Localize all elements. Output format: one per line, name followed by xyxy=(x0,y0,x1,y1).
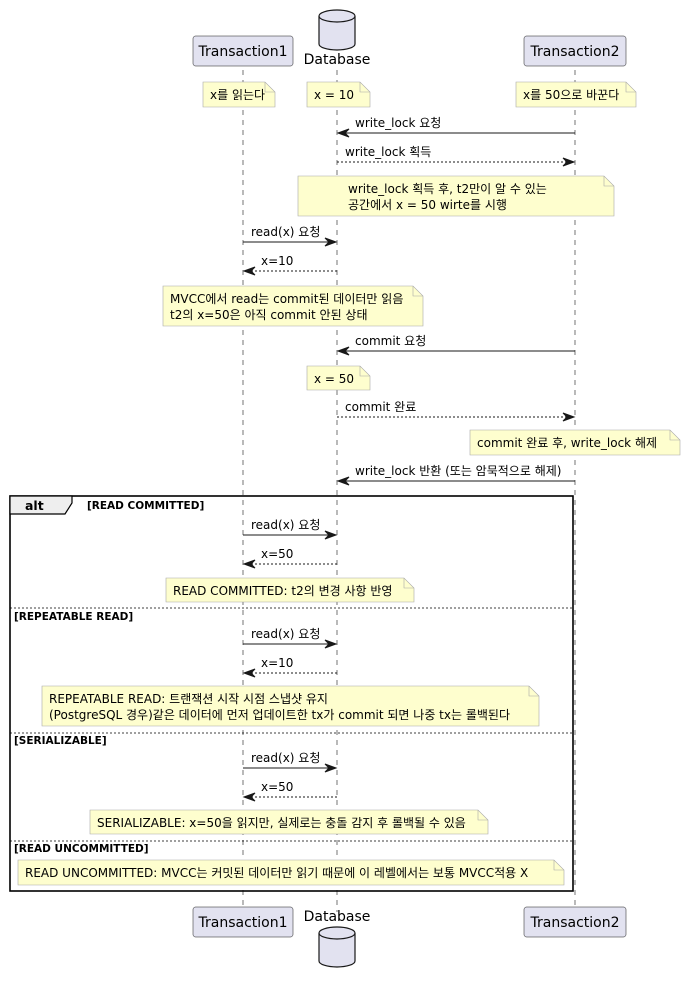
participant-label: Transaction2 xyxy=(530,915,620,931)
message-t1-to-db: read(x) 요청 xyxy=(243,751,338,773)
message-t1-to-db: read(x) 요청 xyxy=(243,225,338,247)
participant-label: Transaction1 xyxy=(198,915,288,931)
arrowhead-icon xyxy=(324,763,338,773)
note: SERIALIZABLE: x=50을 읽지만, 실제로는 충돌 감지 후 롤백… xyxy=(89,809,489,835)
message-t1-to-db: read(x) 요청 xyxy=(243,627,338,649)
message-label: x=50 xyxy=(261,780,293,794)
message-db-to-t1: x=50 xyxy=(242,547,337,569)
note-text: x를 50으로 바꾼다 xyxy=(523,88,619,102)
alt-fragment: alt [READ COMMITTED] [REPEATABLE READ] [SER… xyxy=(9,495,574,892)
note: MVCC에서 read는 commit된 데이터만 읽음 t2의 x=50은 아직… xyxy=(162,285,424,327)
alt-guard: [READ UNCOMMITTED] xyxy=(14,843,149,855)
header-note-t2: x를 50으로 바꾼다 xyxy=(515,81,637,108)
header-note-t1: x를 읽는다 xyxy=(202,81,276,108)
note: READ COMMITTED: t2의 변경 사항 반영 xyxy=(165,577,415,603)
message-label: x=10 xyxy=(261,254,293,268)
message-t2-to-db: write_lock 요청 xyxy=(336,116,575,138)
message-t1-to-db: read(x) 요청 xyxy=(243,518,338,540)
arrowhead-icon xyxy=(336,346,350,356)
alt-section: [READ COMMITTED] xyxy=(87,500,204,512)
participant-db-top: Database xyxy=(304,9,371,68)
participant-t2-bottom: Transaction2 xyxy=(523,906,627,938)
note: commit 완료 후, write_lock 해제 xyxy=(469,429,681,456)
note-text: MVCC에서 read는 commit된 데이터만 읽음 xyxy=(170,292,403,306)
message-db-to-t2: write_lock 획득 xyxy=(337,145,576,167)
note-text: READ UNCOMMITTED: MVCC는 커밋된 데이터만 읽기 때문에 … xyxy=(25,866,528,880)
arrowhead-icon xyxy=(242,668,256,678)
note-text: t2의 x=50은 아직 commit 안된 상태 xyxy=(170,308,368,322)
alt-section: [READ UNCOMMITTED] xyxy=(10,840,573,855)
message-db-to-t1: x=10 xyxy=(242,254,337,276)
message-db-to-t1: x=50 xyxy=(242,780,337,802)
note-text: (PostgreSQL 경우)같은 데이터에 먼저 업데이트한 tx가 comm… xyxy=(49,708,510,722)
arrowhead-icon xyxy=(324,237,338,247)
alt-guard: [SERIALIZABLE] xyxy=(14,735,107,747)
participant-label: Database xyxy=(304,52,371,68)
message-label: read(x) 요청 xyxy=(251,518,320,532)
note-text: x = 10 xyxy=(314,88,354,102)
arrowhead-icon xyxy=(242,559,256,569)
arrowhead-icon xyxy=(562,412,576,422)
message-label: write_lock 요청 xyxy=(355,116,441,130)
note-text: SERIALIZABLE: x=50을 읽지만, 실제로는 충돌 감지 후 롤백… xyxy=(97,816,466,830)
message-t2-to-db: write_lock 반환 (또는 암묵적으로 해제) xyxy=(336,464,575,486)
arrowhead-icon xyxy=(324,639,338,649)
message-t2-to-db: commit 요청 xyxy=(336,334,575,356)
message-label: x=50 xyxy=(261,547,293,561)
note: x = 50 xyxy=(306,365,371,391)
message-db-to-t2: commit 완료 xyxy=(337,400,576,422)
message-label: commit 요청 xyxy=(355,334,426,348)
participant-label: Transaction2 xyxy=(530,44,620,60)
alt-tab xyxy=(9,495,73,515)
note-text: READ COMMITTED: t2의 변경 사항 반영 xyxy=(173,584,392,598)
note-text: x = 50 xyxy=(314,372,354,386)
note: READ UNCOMMITTED: MVCC는 커밋된 데이터만 읽기 때문에 … xyxy=(17,859,565,886)
note-text: 공간에서 x = 50 wirte를 시행 xyxy=(348,197,507,212)
alt-keyword: alt xyxy=(25,498,44,513)
note-text: REPEATABLE READ: 트랜잭션 시작 시점 스냅샷 유지 xyxy=(49,692,328,706)
arrowhead-icon xyxy=(336,476,350,486)
note-text: x를 읽는다 xyxy=(210,88,265,102)
message-label: write_lock 획득 xyxy=(345,145,431,159)
participant-t1-top: Transaction1 xyxy=(192,35,294,67)
participant-db-bottom: Database xyxy=(304,909,371,968)
arrowhead-icon xyxy=(562,157,576,167)
note-text: commit 완료 후, write_lock 해제 xyxy=(477,436,657,450)
alt-guard: [REPEATABLE READ] xyxy=(14,611,133,623)
arrowhead-icon xyxy=(242,792,256,802)
arrowhead-icon xyxy=(242,266,256,276)
participant-label: Database xyxy=(304,909,371,925)
database-icon xyxy=(318,926,356,968)
alt-guard: [READ COMMITTED] xyxy=(87,500,204,512)
message-label: write_lock 반환 (또는 암묵적으로 해제) xyxy=(355,464,561,478)
database-icon xyxy=(318,9,356,51)
participant-t2-top: Transaction2 xyxy=(523,35,627,67)
message-label: x=10 xyxy=(261,656,293,670)
message-db-to-t1: x=10 xyxy=(242,656,337,678)
alt-section: [SERIALIZABLE] xyxy=(10,732,573,747)
message-label: read(x) 요청 xyxy=(251,751,320,765)
participant-label: Transaction1 xyxy=(198,44,288,60)
arrowhead-icon xyxy=(324,530,338,540)
header-note-db: x = 10 xyxy=(306,81,371,108)
note-text: write_lock 획득 후, t2만이 알 수 있는 xyxy=(348,182,547,196)
message-label: read(x) 요청 xyxy=(251,627,320,641)
participant-t1-bottom: Transaction1 xyxy=(192,906,294,938)
message-label: commit 완료 xyxy=(345,400,416,414)
note: REPEATABLE READ: 트랜잭션 시작 시점 스냅샷 유지 (Postg… xyxy=(41,685,540,727)
alt-section: [REPEATABLE READ] xyxy=(10,607,573,623)
arrowhead-icon xyxy=(336,128,350,138)
message-label: read(x) 요청 xyxy=(251,225,320,239)
